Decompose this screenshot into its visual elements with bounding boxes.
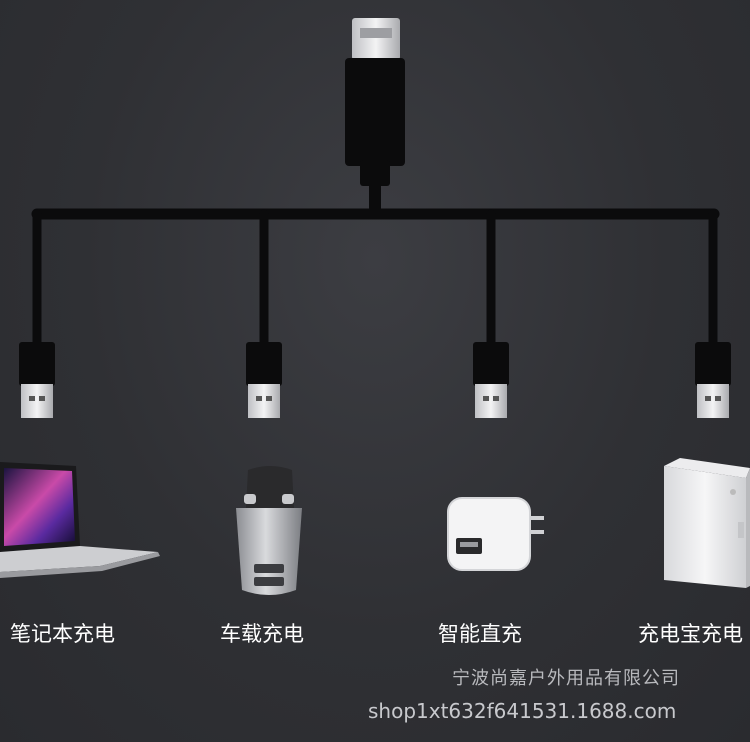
laptop-image [0, 462, 160, 578]
usb-plug-2 [246, 342, 282, 418]
label-car-charging: 车载充电 [220, 622, 304, 646]
micro-usb-connector [345, 18, 405, 214]
usb-plug-4 [695, 342, 731, 418]
usb-plug-1 [19, 342, 55, 418]
label-power-bank-charging: 充电宝充电 [638, 622, 743, 646]
usb-plug-3 [473, 342, 509, 418]
car-charger-image [236, 466, 302, 595]
label-wall-charging: 智能直充 [438, 622, 522, 646]
shop-url-watermark: shop1xt632f641531.1688.com [368, 699, 677, 723]
label-laptop-charging: 笔记本充电 [10, 622, 115, 646]
wall-charger-image [447, 497, 544, 571]
power-bank-image [664, 458, 750, 588]
company-watermark: 宁波尚嘉户外用品有限公司 [452, 668, 680, 689]
splitter-cable [31, 208, 720, 350]
